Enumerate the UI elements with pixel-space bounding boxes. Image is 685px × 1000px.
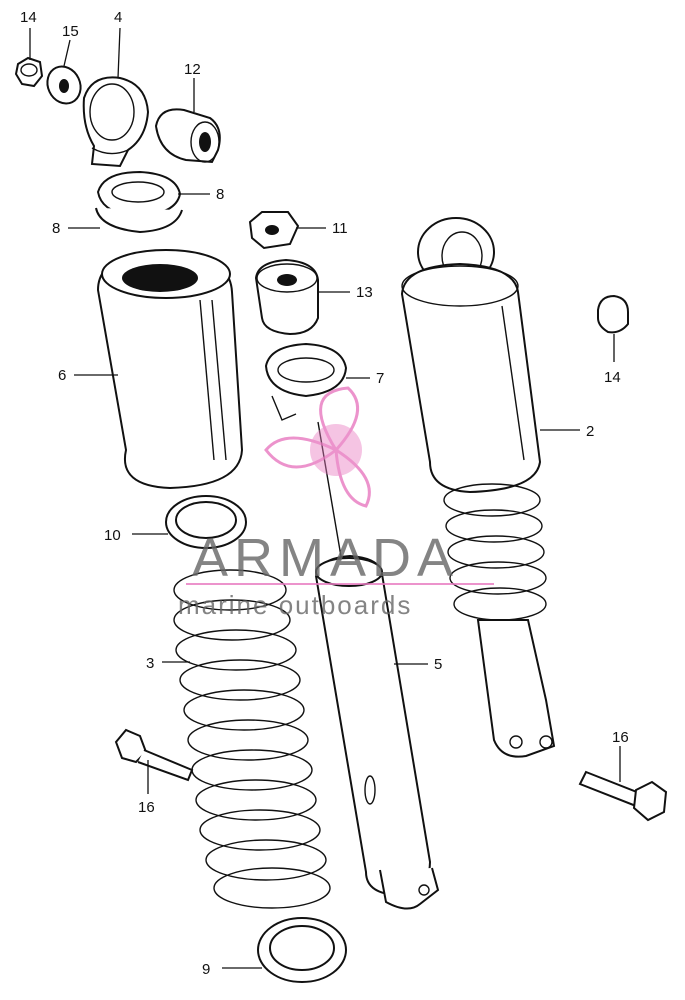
part-7-spring-seat bbox=[264, 342, 348, 421]
callout-leaders bbox=[29, 27, 621, 969]
callout-11: 11 bbox=[332, 220, 348, 237]
part-2-shock-assembly bbox=[400, 217, 556, 758]
callout-4: 4 bbox=[114, 9, 122, 26]
part-8-spring-seats bbox=[95, 170, 183, 234]
part-9-ring bbox=[257, 917, 347, 983]
callout-14-top: 14 bbox=[20, 9, 37, 26]
part-5-damper bbox=[314, 421, 440, 910]
part-16-bolt-left bbox=[114, 728, 194, 782]
callout-14-right: 14 bbox=[604, 369, 621, 386]
callout-16-right: 16 bbox=[612, 729, 629, 746]
part-4-upper-mount bbox=[82, 76, 150, 168]
callout-8-right: 8 bbox=[216, 186, 224, 203]
callout-9: 9 bbox=[202, 961, 210, 978]
part-10-ring bbox=[165, 495, 247, 549]
part-13-bushing bbox=[254, 258, 319, 336]
callout-15: 15 bbox=[62, 23, 79, 40]
callout-8-left: 8 bbox=[52, 220, 60, 237]
callout-12: 12 bbox=[184, 61, 201, 78]
watermark-word: ARMADA bbox=[192, 528, 459, 588]
callout-2: 2 bbox=[586, 423, 594, 440]
callout-13: 13 bbox=[356, 284, 373, 301]
part-3-coil-spring bbox=[173, 569, 331, 909]
callout-10: 10 bbox=[104, 527, 121, 544]
watermark-tagline: marine outboards bbox=[178, 590, 412, 620]
callout-7: 7 bbox=[376, 370, 384, 387]
callout-5: 5 bbox=[434, 656, 442, 673]
callout-labels: 14 15 4 12 8 8 11 13 7 6 2 14 10 5 3 16 … bbox=[20, 9, 629, 978]
part-6-upper-cover bbox=[96, 249, 244, 490]
callout-16-left: 16 bbox=[138, 799, 155, 816]
part-15-washer bbox=[46, 65, 82, 105]
part-11-nut bbox=[248, 211, 300, 250]
callout-3: 3 bbox=[146, 655, 154, 672]
armada-watermark: ARMADA marine outboards bbox=[178, 386, 494, 620]
part-14-nut-right bbox=[597, 294, 629, 334]
part-12-rubber-bushing bbox=[154, 108, 221, 164]
part-16-bolt-right bbox=[578, 770, 668, 822]
callout-6: 6 bbox=[58, 367, 66, 384]
part-14-nut-top bbox=[14, 56, 44, 88]
